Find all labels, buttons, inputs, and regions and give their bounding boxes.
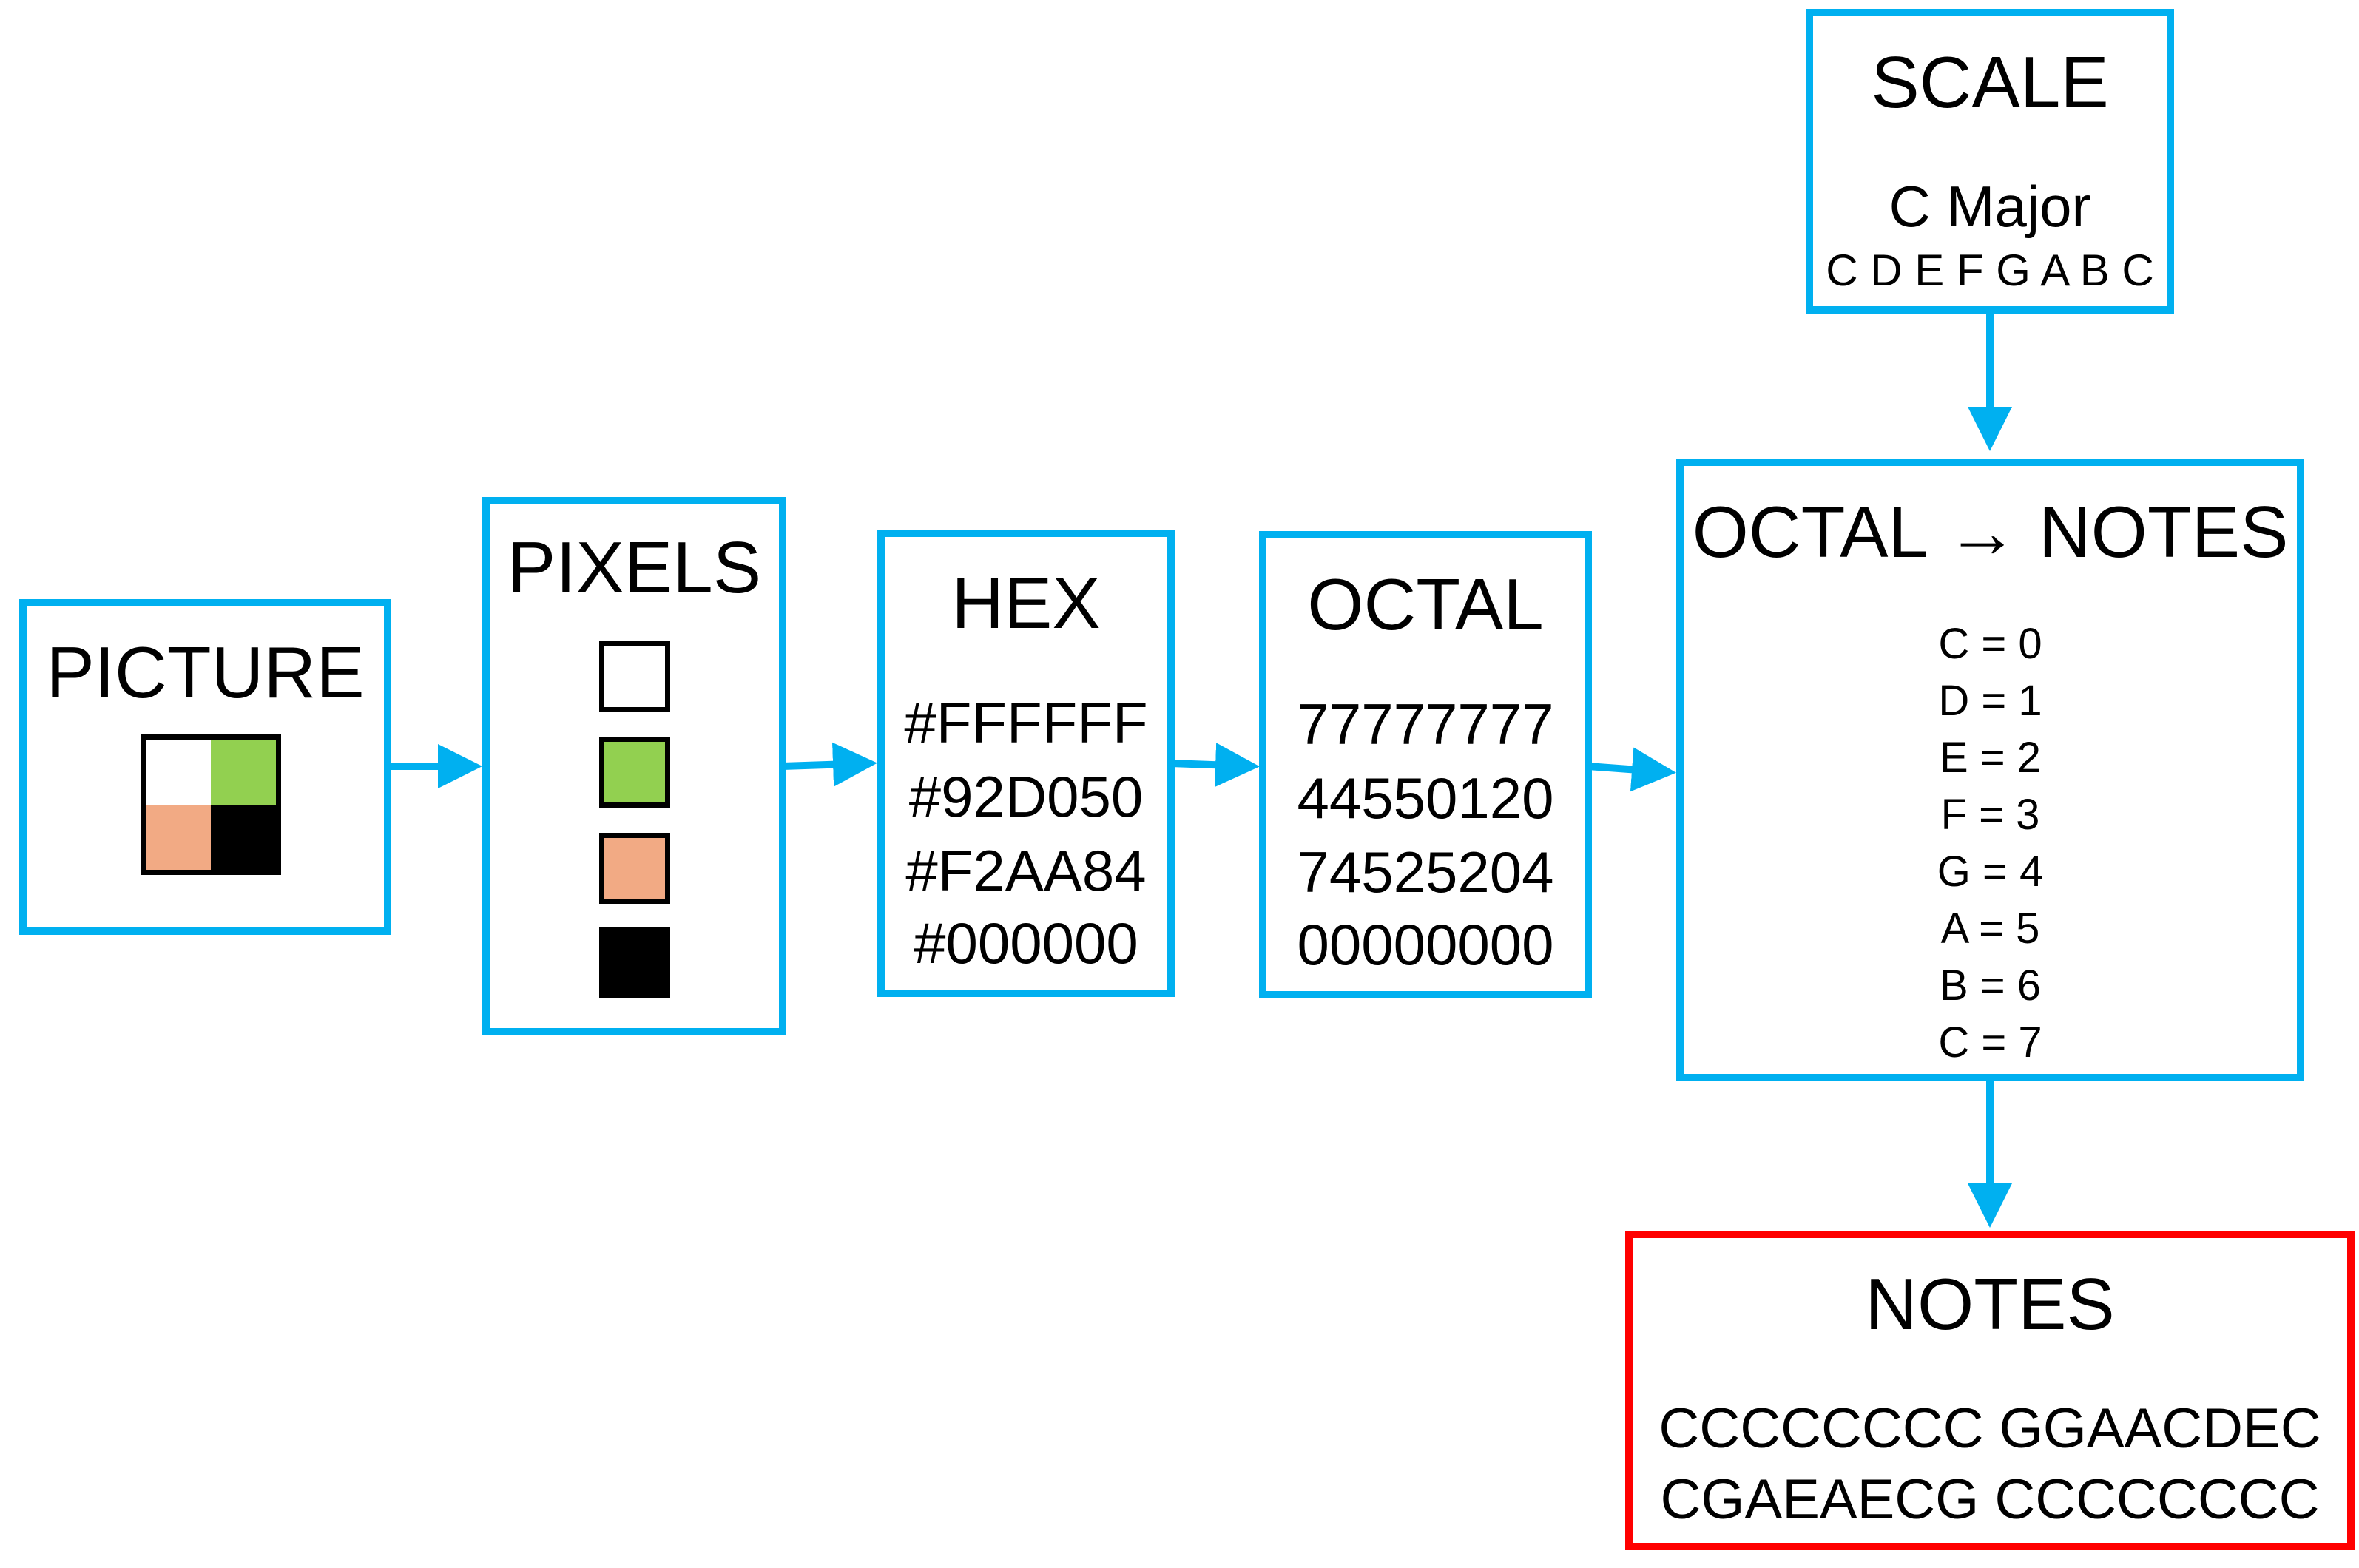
mapping-row: G = 4 xyxy=(1937,848,2044,896)
picture-pixel-black xyxy=(211,805,276,870)
arrow-hex-to-octal xyxy=(1170,743,1260,788)
hex-title: HEX xyxy=(951,562,1101,643)
hex-value: #F2AA84 xyxy=(905,838,1147,903)
octal-title: OCTAL xyxy=(1307,564,1544,645)
hex-value: #92D050 xyxy=(908,764,1144,829)
arrow-pixels-to-hex xyxy=(782,742,877,787)
notes-line: CGAEAECG CCCCCCCC xyxy=(1660,1468,2320,1531)
mapping-title: OCTAL → NOTES xyxy=(1692,491,2289,572)
pixel-swatch-black xyxy=(599,927,670,998)
octal-value: 74525204 xyxy=(1297,839,1554,905)
scale-name: C Major xyxy=(1889,174,2091,239)
notes-line: CCCCCCCC GGAACDEC xyxy=(1658,1397,2321,1460)
scale-box: SCALE C Major C D E F G A B C xyxy=(1806,9,2174,314)
pixels-box: PIXELS xyxy=(482,497,786,1035)
hex-box: HEX #FFFFFF #92D050 #F2AA84 #000000 xyxy=(877,530,1175,997)
mapping-row: E = 2 xyxy=(1939,734,2042,782)
mapping-row: B = 6 xyxy=(1939,962,2042,1010)
octal-value: 44550120 xyxy=(1297,766,1554,831)
picture-pixel-white xyxy=(146,740,211,805)
octal-value: 77777777 xyxy=(1297,692,1554,757)
scale-title: SCALE xyxy=(1871,41,2109,123)
mapping-row: C = 7 xyxy=(1938,1018,2042,1067)
picture-pixel-peach xyxy=(146,805,211,870)
mapping-row: F = 3 xyxy=(1940,791,2040,839)
mapping-box: OCTAL → NOTES C = 0 D = 1 E = 2 F = 3 G … xyxy=(1676,459,2304,1081)
notes-result-box: NOTES CCCCCCCC GGAACDEC CGAEAECG CCCCCCC… xyxy=(1625,1231,2355,1550)
pixel-swatch-peach xyxy=(599,833,670,904)
hex-value: #FFFFFF xyxy=(904,690,1148,755)
hex-value: #000000 xyxy=(914,910,1138,976)
picture-title: PICTURE xyxy=(46,632,365,713)
picture-box: PICTURE xyxy=(19,599,391,935)
notes-title: NOTES xyxy=(1865,1263,2115,1345)
mapping-row: D = 1 xyxy=(1938,677,2042,725)
mapping-row: A = 5 xyxy=(1940,905,2040,953)
octal-value: 00000000 xyxy=(1297,912,1554,977)
pixel-swatch-green xyxy=(599,737,670,808)
octal-box: OCTAL 77777777 44550120 74525204 0000000… xyxy=(1259,531,1592,998)
picture-pixel-green xyxy=(211,740,276,805)
arrow-octal-to-mapping xyxy=(1587,747,1676,792)
scale-notes: C D E F G A B C xyxy=(1826,246,2154,295)
pixels-title: PIXELS xyxy=(507,527,762,608)
mapping-row: C = 0 xyxy=(1938,620,2042,668)
pixel-swatch-white xyxy=(599,641,670,712)
picture-grid xyxy=(141,734,281,875)
